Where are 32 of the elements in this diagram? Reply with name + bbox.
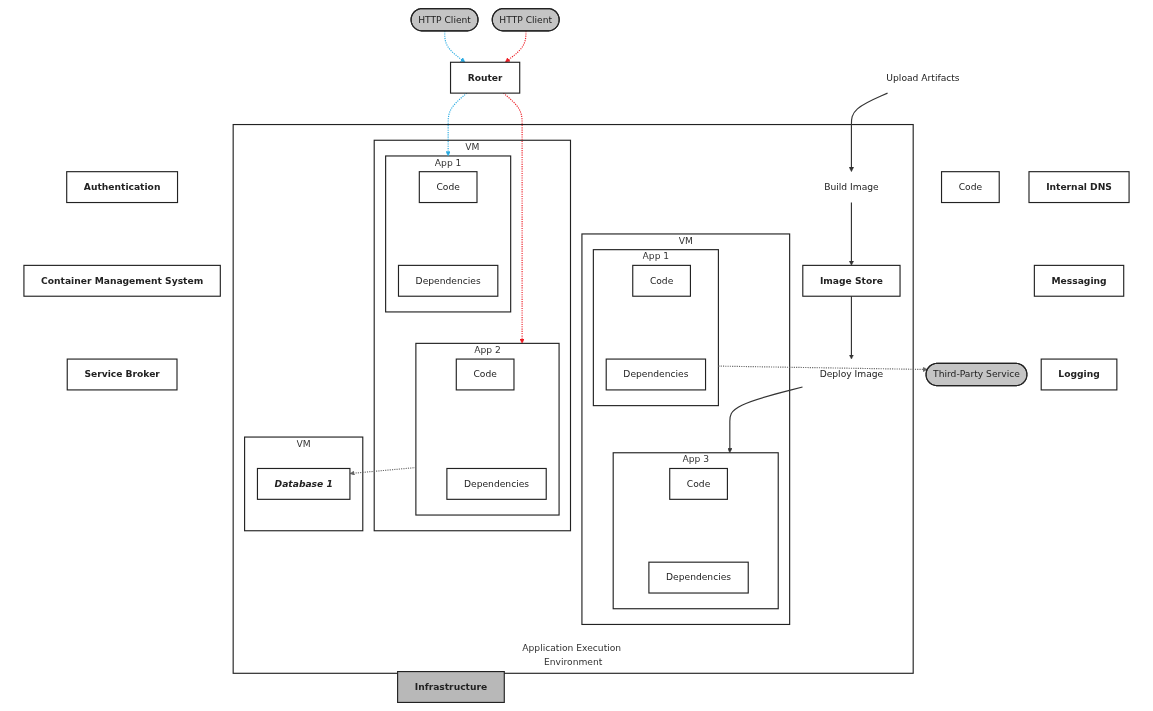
node-box: Code [940, 171, 1000, 204]
node-text: Build Image [824, 181, 879, 193]
node-box: Router [449, 61, 521, 94]
arrow [848, 201, 854, 266]
node-box: Service Broker [66, 358, 178, 391]
arrow [445, 92, 468, 157]
node-box: Logging [1040, 358, 1118, 391]
node-box: Code [669, 467, 728, 500]
node-box: Code [455, 358, 515, 391]
node-box: Image Store [802, 264, 901, 297]
arrow [444, 30, 466, 63]
node-box: Code [632, 264, 691, 297]
node-box: Infrastructure [397, 671, 505, 703]
node-box: Dependencies [446, 467, 547, 500]
node-box: Container Management System [23, 264, 221, 297]
arrow [848, 295, 854, 360]
arrow [505, 30, 527, 63]
node-box: Messaging [1033, 264, 1125, 297]
node-text: Deploy Image [819, 368, 884, 380]
node-box: Authentication [66, 171, 179, 204]
arrow [848, 92, 889, 172]
node-box: Internal DNS [1028, 171, 1130, 204]
node-box: Dependencies [605, 358, 707, 391]
arrow [349, 467, 417, 476]
node-box: Dependencies [397, 264, 499, 297]
arrow [717, 365, 928, 372]
node-text: Upload Artifacts [886, 71, 960, 83]
arrow [727, 386, 804, 453]
arrow [502, 92, 525, 344]
node-box: Code [418, 171, 478, 204]
node-box: Database 1 [256, 467, 351, 500]
node-box: Dependencies [648, 561, 749, 594]
